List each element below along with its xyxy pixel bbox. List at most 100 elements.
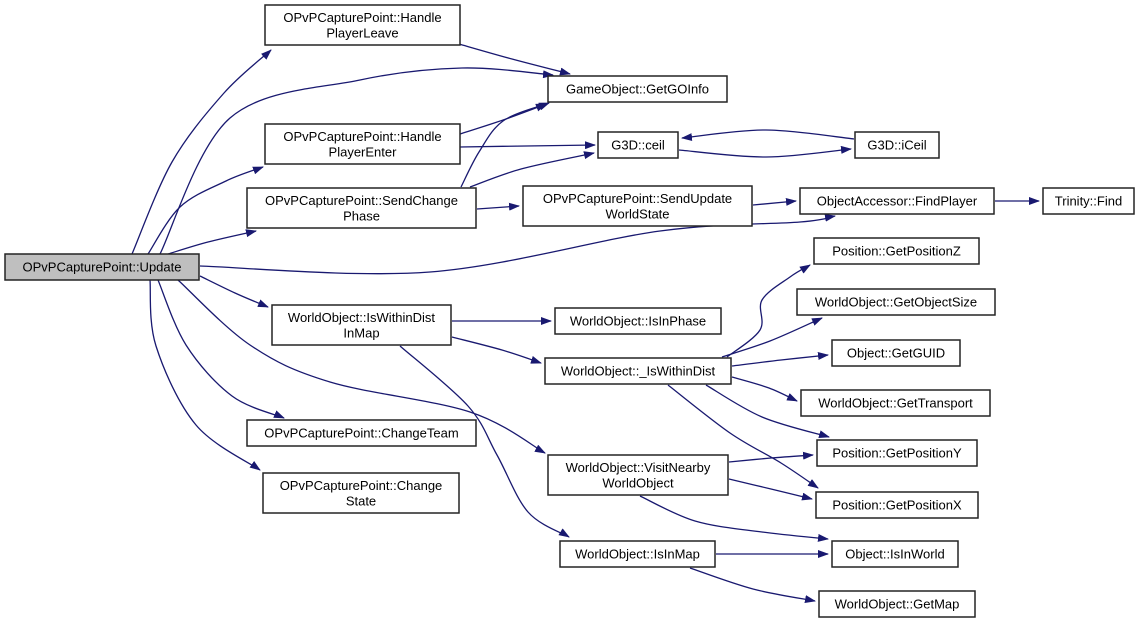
- node-trinity-find-box[interactable]: [1042, 187, 1135, 215]
- node-get-transport-box[interactable]: [800, 389, 991, 417]
- node-is-in-phase[interactable]: WorldObject::IsInPhase: [554, 307, 722, 335]
- node-find-player-box[interactable]: [799, 187, 995, 215]
- node-get-position-x-box[interactable]: [815, 491, 979, 519]
- edge-ceil-iceil: [678, 145, 852, 158]
- node-ceil-label: G3D::ceil: [611, 138, 665, 153]
- edge-send-update-world-state-find-player: [752, 197, 797, 206]
- edge-update-get-goinfo: [159, 67, 554, 255]
- node-get-position-z[interactable]: Position::GetPositionZ: [813, 237, 980, 265]
- node-send-update-world-state-box[interactable]: [522, 185, 753, 227]
- edge-visit-nearby-world-object-get-position-y: [728, 451, 814, 463]
- node-get-position-z-label: Position::GetPositionZ: [832, 244, 961, 259]
- node-send-change-phase-box[interactable]: [246, 187, 477, 229]
- node-get-position-z-box[interactable]: [813, 237, 980, 265]
- node-get-position-x[interactable]: Position::GetPositionX: [815, 491, 979, 519]
- node-get-object-size[interactable]: WorldObject::GetObjectSize: [796, 288, 996, 316]
- node-handle-player-leave-box[interactable]: [264, 4, 461, 46]
- edge-update-is-within-dist-in-map: [199, 275, 269, 308]
- node-get-map-box[interactable]: [818, 590, 976, 618]
- edge-handle-player-leave-get-goinfo: [458, 43, 571, 76]
- node-get-guid[interactable]: Object::GetGUID: [831, 339, 961, 367]
- node-get-position-x-label: Position::GetPositionX: [832, 498, 962, 513]
- node-get-transport[interactable]: WorldObject::GetTransport: [800, 389, 991, 417]
- edge-update-change-state: [149, 279, 261, 471]
- node-is-in-world-label: Object::IsInWorld: [845, 547, 944, 562]
- edge-send-change-phase-ceil: [469, 151, 595, 188]
- edge-send-change-phase-send-update-world-state: [476, 202, 520, 211]
- node-get-object-size-box[interactable]: [796, 288, 996, 316]
- node-is-in-map-box[interactable]: [559, 540, 716, 568]
- node-is-in-phase-label: WorldObject::IsInPhase: [570, 314, 706, 329]
- node-change-team[interactable]: OPvPCapturePoint::ChangeTeam: [246, 419, 477, 447]
- node-get-goinfo[interactable]: GameObject::GetGOInfo: [547, 75, 728, 103]
- node-is-within-dist-box[interactable]: [544, 357, 732, 385]
- edge-update-handle-player-leave: [131, 49, 272, 255]
- node-ceil[interactable]: G3D::ceil: [597, 131, 679, 159]
- edge-handle-player-enter-ceil: [459, 141, 596, 150]
- node-update[interactable]: OPvPCapturePoint::Update: [4, 253, 200, 281]
- node-visit-nearby-world-object-box[interactable]: [547, 454, 729, 496]
- edge-is-within-dist-get-guid: [731, 352, 829, 367]
- node-iceil[interactable]: G3D::iCeil: [854, 131, 940, 159]
- node-ceil-box[interactable]: [597, 131, 679, 159]
- node-find-player[interactable]: ObjectAccessor::FindPlayer: [799, 187, 995, 215]
- edge-is-within-dist-get-transport: [731, 376, 798, 402]
- node-update-box[interactable]: [4, 253, 200, 281]
- node-is-in-map-label: WorldObject::IsInMap: [575, 547, 700, 562]
- edge-update-send-change-phase: [167, 229, 257, 255]
- node-get-position-y[interactable]: Position::GetPositionY: [816, 439, 978, 467]
- node-get-object-size-label: WorldObject::GetObjectSize: [815, 295, 977, 310]
- node-is-in-map[interactable]: WorldObject::IsInMap: [559, 540, 716, 568]
- node-iceil-label: G3D::iCeil: [867, 138, 926, 153]
- node-trinity-find[interactable]: Trinity::Find: [1042, 187, 1135, 215]
- edge-update-visit-nearby-world-object: [177, 279, 546, 454]
- node-trinity-find-label: Trinity::Find: [1055, 194, 1122, 209]
- node-get-map-label: WorldObject::GetMap: [835, 597, 960, 612]
- node-change-team-box[interactable]: [246, 419, 477, 447]
- edge-is-within-dist-in-map-is-in-map: [399, 345, 570, 538]
- node-get-guid-label: Object::GetGUID: [847, 346, 945, 361]
- node-is-within-dist[interactable]: WorldObject::_IsWithinDist: [544, 357, 732, 385]
- edge-visit-nearby-world-object-is-in-world: [639, 495, 829, 542]
- edge-update-change-team: [157, 279, 285, 419]
- node-is-in-phase-box[interactable]: [554, 307, 722, 335]
- node-get-goinfo-box[interactable]: [547, 75, 728, 103]
- edge-send-change-phase-get-goinfo: [460, 103, 547, 188]
- edge-is-within-dist-get-position-x: [667, 384, 819, 489]
- node-is-in-world-box[interactable]: [831, 540, 959, 568]
- node-get-position-y-label: Position::GetPositionY: [832, 446, 962, 461]
- edge-update-handle-player-enter: [147, 166, 264, 255]
- node-get-guid-box[interactable]: [831, 339, 961, 367]
- nodes-layer: OPvPCapturePoint::UpdateOPvPCapturePoint…: [4, 4, 1135, 618]
- edges-layer: [131, 43, 1040, 604]
- edge-visit-nearby-world-object-get-position-x: [728, 478, 813, 501]
- node-find-player-label: ObjectAccessor::FindPlayer: [817, 194, 978, 209]
- node-iceil-box[interactable]: [854, 131, 940, 159]
- node-get-map[interactable]: WorldObject::GetMap: [818, 590, 976, 618]
- node-is-within-dist-in-map-box[interactable]: [271, 304, 452, 346]
- node-get-transport-label: WorldObject::GetTransport: [818, 396, 973, 411]
- edge-is-in-map-get-map: [689, 567, 816, 604]
- node-get-position-y-box[interactable]: [816, 439, 978, 467]
- node-change-state-box[interactable]: [262, 472, 460, 514]
- node-get-goinfo-label: GameObject::GetGOInfo: [566, 82, 709, 97]
- edge-iceil-ceil: [681, 129, 855, 142]
- node-handle-player-enter-box[interactable]: [264, 123, 461, 165]
- edge-is-within-dist-get-position-y: [705, 384, 830, 439]
- edge-is-within-dist-get-position-z: [726, 264, 811, 358]
- node-is-in-world[interactable]: Object::IsInWorld: [831, 540, 959, 568]
